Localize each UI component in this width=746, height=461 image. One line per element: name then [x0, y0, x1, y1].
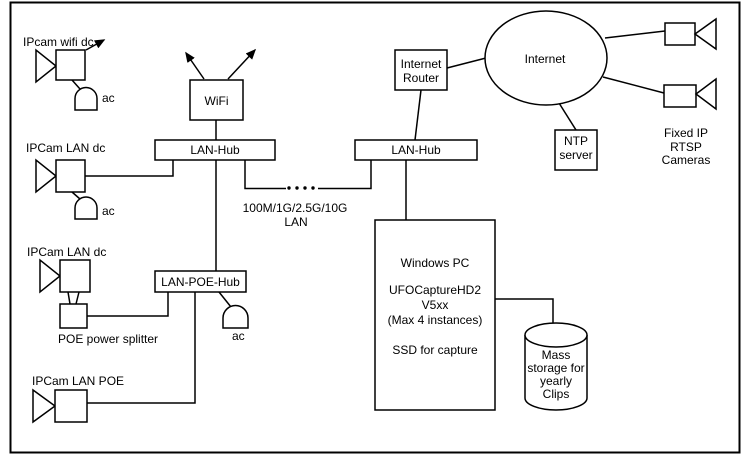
camera-body-icon — [55, 49, 86, 81]
lan-label: LAN — [284, 215, 307, 229]
link-router-internet — [446, 57, 487, 69]
link-ipcamlandc-ac — [71, 191, 81, 200]
ac-label: ac — [232, 329, 245, 343]
ac-label: ac — [102, 204, 115, 218]
lan-trunk-dot — [311, 186, 315, 190]
wifi-signal-arrow-icon — [85, 39, 106, 51]
wifi-label: WiFi — [205, 94, 229, 108]
lan-trunk-dot — [295, 186, 299, 190]
link-cam-splitter-leg1 — [67, 291, 71, 305]
camera-lens-icon — [694, 77, 717, 111]
lan-hub-right-node: LAN-Hub — [354, 139, 478, 161]
link-internet-fixedcam2 — [602, 76, 665, 94]
internet-cloud-node: Internet — [484, 10, 608, 106]
link-lanhub-router — [414, 89, 422, 141]
mass-storage-node: Mass storage for yearly Clips — [524, 322, 588, 411]
fixed-cameras-label-line2: RTSP — [670, 140, 702, 154]
camera-lens-icon — [35, 158, 58, 194]
link-lan-trunk-right — [318, 160, 372, 190]
lan-poe-hub-node: LAN-POE-Hub ac — [154, 270, 249, 343]
link-lanpoehub-ipcampoe — [87, 292, 196, 404]
link-pc-storage — [495, 298, 554, 324]
link-internet-ntp — [558, 102, 577, 131]
camera-lens-icon — [693, 17, 717, 51]
storage-cylinder-body-icon — [524, 335, 588, 411]
wifi-box — [189, 79, 244, 121]
link-internet-fixedcam1 — [604, 30, 666, 39]
internet-cloud-icon — [484, 10, 608, 106]
ipcam-lan-poe-node: IPCam LAN POE — [32, 374, 124, 424]
lan-hub-right-label: LAN-Hub — [391, 143, 441, 157]
ntp-server-label-line2: server — [559, 148, 592, 162]
windows-pc-title: Windows PC — [401, 256, 470, 270]
link-cam-splitter-leg2 — [75, 291, 80, 305]
lan-hub-left-label: LAN-Hub — [190, 143, 240, 157]
ipcam-wifi-dc-label: IPcam wifi dc — [23, 35, 94, 49]
wifi-node: WiFi — [189, 79, 244, 121]
link-ipcamlandc-lanhub — [85, 160, 174, 177]
mass-storage-label-line4: Clips — [543, 387, 570, 401]
link-lan-trunk-left — [244, 160, 286, 190]
ipcam-lan-dc-node: IPCam LAN dc ac — [26, 141, 115, 220]
lan-hub-left-node: LAN-Hub — [154, 139, 276, 161]
ipcam-lan-dc-poe-node: IPCam LAN dc POE power splitter — [27, 245, 158, 346]
windows-pc-instances: (Max 4 instances) — [388, 313, 483, 327]
diagram-border — [9, 1, 741, 454]
ipcam-wifi-dc-node: IPcam wifi dc ac — [23, 35, 115, 111]
ac-adapter-icon — [222, 304, 249, 329]
ntp-server-box — [554, 129, 598, 171]
wifi-antenna-arrow-right-icon — [227, 48, 257, 80]
ntp-server-node: NTP server — [554, 129, 598, 171]
camera-lens-icon — [32, 388, 57, 424]
internet-label: Internet — [525, 52, 566, 66]
link-splitter-lanpoehub — [87, 292, 169, 317]
mass-storage-label-line1: Mass — [542, 348, 571, 362]
connectors — [67, 30, 666, 404]
camera-body-icon — [59, 259, 91, 293]
lan-poe-hub-box — [154, 270, 247, 293]
internet-router-label-line1: Internet — [401, 57, 442, 71]
link-lanpoehub-ac — [218, 291, 232, 308]
mass-storage-label-line3: yearly — [540, 374, 572, 388]
camera-lens-icon — [39, 258, 62, 294]
poe-splitter-icon — [59, 303, 88, 329]
internet-router-label-line2: Router — [403, 71, 439, 85]
camera-body-icon — [664, 22, 696, 46]
fixed-cameras-label-line1: Fixed IP — [664, 126, 708, 140]
lan-speed-label: 100M/1G/2.5G/10G — [243, 201, 348, 215]
lan-hub-left-box — [154, 139, 276, 161]
ntp-server-label-line1: NTP — [564, 134, 588, 148]
lan-poe-hub-label: LAN-POE-Hub — [161, 275, 240, 289]
internet-router-box — [394, 49, 448, 91]
ipcam-lan-poe-label: IPCam LAN POE — [32, 374, 124, 388]
camera-body-icon — [663, 84, 697, 108]
fixed-cameras-label-line3: Cameras — [662, 153, 711, 167]
fixed-ip-cameras-node: Fixed IP RTSP Cameras — [662, 17, 717, 167]
storage-cylinder-top-icon — [524, 322, 588, 348]
ipcam-lan-dc-poe-label: IPCam LAN dc — [27, 245, 106, 259]
windows-pc-node: Windows PC UFOCaptureHD2 V5xx (Max 4 ins… — [374, 219, 496, 411]
mass-storage-label-line2: storage for — [527, 361, 584, 375]
windows-pc-storage-note: SSD for capture — [392, 343, 478, 357]
link-ipcamwifi-ac — [71, 79, 81, 90]
camera-body-icon — [54, 389, 88, 423]
windows-pc-version: V5xx — [422, 298, 449, 312]
camera-body-icon — [55, 159, 86, 193]
internet-router-node: Internet Router — [394, 49, 448, 91]
ac-label: ac — [102, 91, 115, 105]
camera-lens-icon — [35, 48, 58, 84]
windows-pc-box — [374, 219, 496, 411]
ac-adapter-icon — [74, 86, 98, 111]
wifi-antenna-arrow-left-icon — [185, 51, 205, 80]
lan-trunk-dot — [303, 186, 307, 190]
lan-trunk-label: 100M/1G/2.5G/10G LAN — [243, 201, 348, 229]
ipcam-lan-dc-label: IPCam LAN dc — [26, 141, 105, 155]
lan-hub-right-box — [354, 139, 478, 161]
ac-adapter-icon — [74, 196, 98, 220]
windows-pc-app: UFOCaptureHD2 — [389, 283, 481, 297]
poe-splitter-label: POE power splitter — [58, 332, 158, 346]
lan-trunk-dot — [287, 186, 291, 190]
